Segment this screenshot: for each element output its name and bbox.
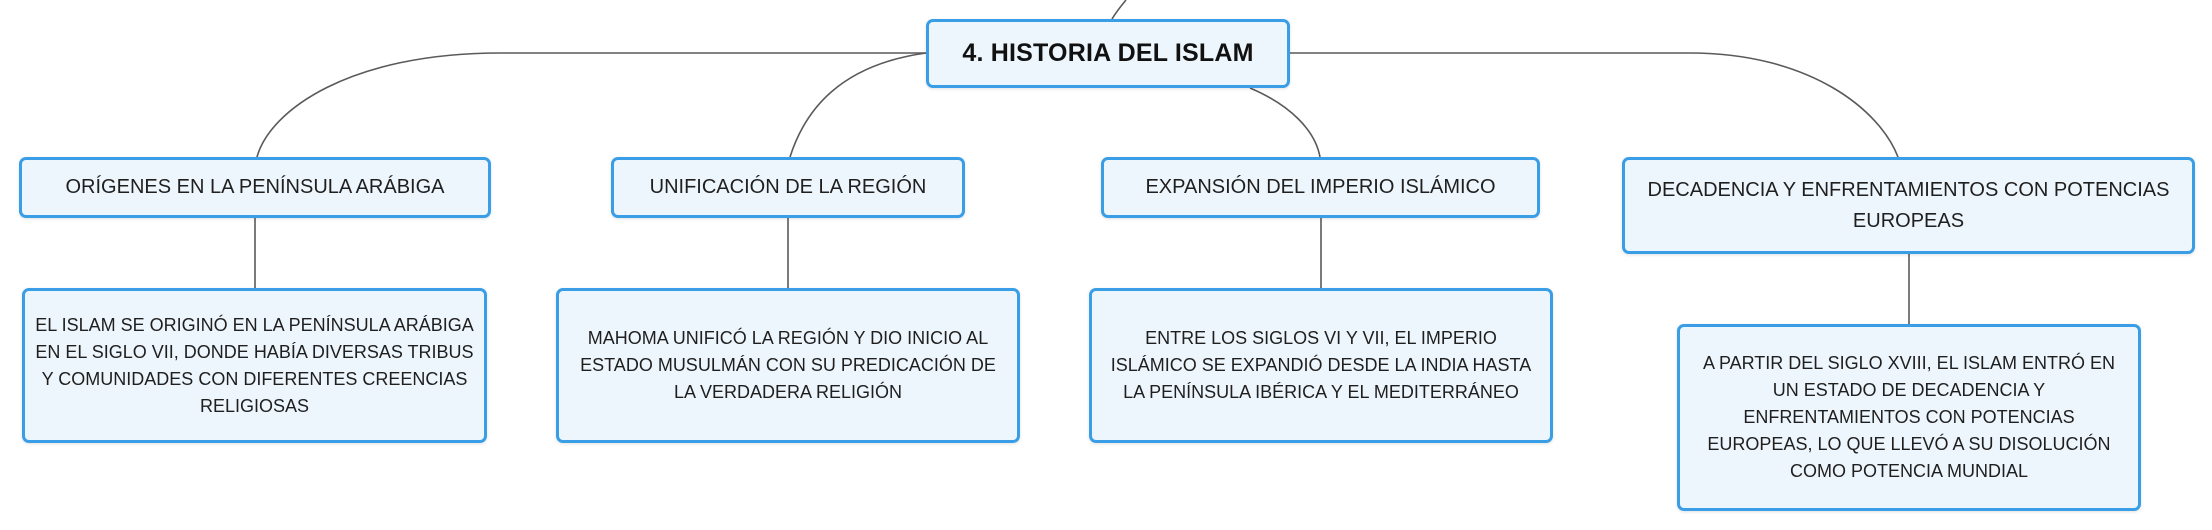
detail-topic-text: EL ISLAM SE ORIGINÓ EN LA PENÍNSULA ARÁB… [35,314,474,416]
detail-topic-origenes[interactable]: EL ISLAM SE ORIGINÓ EN LA PENÍNSULA ARÁB… [22,288,487,443]
connector-root-to-branch-4 [1290,52,1899,158]
connector-parent-to-root [1111,0,1127,20]
root-topic-label: 4. HISTORIA DEL ISLAM [962,39,1254,67]
root-topic[interactable]: 4. HISTORIA DEL ISLAM [926,19,1290,88]
branch-topic-label: ORÍGENES EN LA PENÍNSULA ARÁBIGA [65,176,445,198]
branch-topic-label: EXPANSIÓN DEL IMPERIO ISLÁMICO [1145,176,1496,198]
detail-topic-text: ENTRE LOS SIGLOS VI Y VII, EL IMPERIO IS… [1110,328,1532,402]
detail-topic-text: A PARTIR DEL SIGLO XVIII, EL ISLAM ENTRÓ… [1702,353,2116,481]
branch-topic-decadencia[interactable]: DECADENCIA Y ENFRENTAMIENTOS CON POTENCI… [1622,157,2195,254]
branch-topic-unificacion[interactable]: UNIFICACIÓN DE LA REGIÓN [611,157,965,218]
detail-topic-expansion[interactable]: ENTRE LOS SIGLOS VI Y VII, EL IMPERIO IS… [1089,288,1553,443]
branch-topic-label: UNIFICACIÓN DE LA REGIÓN [649,176,927,198]
connector-root-to-branch-3 [1249,87,1321,158]
branch-topic-origenes[interactable]: ORÍGENES EN LA PENÍNSULA ARÁBIGA [19,157,491,218]
connector-root-to-branch-1 [256,52,926,158]
detail-topic-decadencia[interactable]: A PARTIR DEL SIGLO XVIII, EL ISLAM ENTRÓ… [1677,324,2141,511]
detail-topic-text: MAHOMA UNIFICÓ LA REGIÓN Y DIO INICIO AL… [580,328,996,402]
branch-topic-label: DECADENCIA Y ENFRENTAMIENTOS CON POTENCI… [1647,178,2170,232]
branch-topic-expansion[interactable]: EXPANSIÓN DEL IMPERIO ISLÁMICO [1101,157,1540,218]
connector-root-to-branch-2 [789,52,927,158]
detail-topic-unificacion[interactable]: MAHOMA UNIFICÓ LA REGIÓN Y DIO INICIO AL… [556,288,1020,443]
